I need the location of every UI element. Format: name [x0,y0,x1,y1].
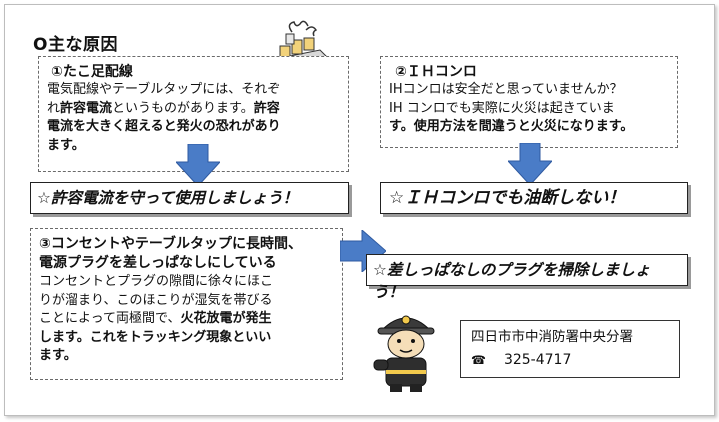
emphasis-text: 火花放電が発生 [180,311,272,326]
emphasis-text: 電流を大きく超えると発火の恐れがあり [47,119,281,134]
phone-icon: ☎ [471,353,486,367]
body-line: IHコンロは安全だと思っていませんか？ [389,82,623,97]
emphasis-text: 許容電流 [60,100,113,116]
section-title-power-strip: ①たこ足配線 [51,64,133,80]
title-line: ③コンセントやテーブルタップに長時間、 [39,236,303,252]
section-body-power-strip: 電気配線やテーブルタップには、それぞ れ許容電流というものがあります。許容 電流… [47,81,340,155]
page-heading: O主な原因 [33,35,118,55]
body-line: IH コンロでも実際に火災は起きていま [389,100,615,116]
slogan-plug-tracking: ☆差しっぱなしのプラグを掃除しましょう！ [373,261,651,301]
body-line: 電気配線やテーブルタップには、それぞ [47,82,281,97]
slogan-ih-stove: ☆ＩＨコンロでも油断しない！ [389,188,626,208]
fire-station-name: 四日市市中消防署中央分署 [471,329,633,345]
body-line: す。使用方法を間違うと火災になります。 [389,119,634,134]
body-line: ます。 [39,348,77,363]
slogan-box-power-strip: ☆許容電流を守って使用しましょう！ [30,182,349,214]
slogan-box-ih-stove: ☆ＩＨコンロでも油断しない！ [380,182,688,214]
section-ih-stove: ②ＩＨコンロ IHコンロは安全だと思っていませんか？ IH コンロでも実際に火災… [380,56,678,148]
title-line: 電源プラグを差しっぱなしにしている [39,255,277,271]
text-span: れ [47,100,61,116]
phone-number: 325-4717 [503,352,572,368]
section-body-plug-tracking: コンセントとプラグの隙間に徐々にほこ りが溜まり、このほこりが湿気を帯びる こと… [39,273,334,366]
phone-row: ☎ 325-4717 [471,349,669,371]
emphasis-text: 許容 [253,100,280,116]
section-title-ih-stove: ②ＩＨコンロ [395,64,477,80]
body-line: します。これをトラッキング現象といい [39,329,272,345]
text-span: ことによって両極間で、 [39,311,181,326]
emphasis-text: ます。 [47,137,85,153]
section-title-plug-tracking: ③コンセントやテーブルタップに長時間、 電源プラグを差しっぱなしにしている [39,235,334,273]
firefighter-mascot-icon [373,315,435,392]
section-body-ih-stove: IHコンロは安全だと思っていませんか？ IH コンロでも実際に火災は起きていま … [389,81,669,137]
text-span: というものがあります。 [112,100,254,116]
down-arrow-icon [176,144,220,186]
body-line: ことによって両極間で、火花放電が発生 [39,310,334,329]
body-line: コンセントとプラグの隙間に徐々にほこ [39,274,274,289]
body-line: れ許容電流というものがあります。許容 [47,100,340,119]
down-arrow-icon [508,143,552,185]
slogan-box-plug-tracking: ☆差しっぱなしのプラグを掃除しましょう！ [366,254,688,301]
body-line: ます。 [47,137,340,156]
slogan-power-strip: ☆許容電流を守って使用しましょう！ [37,189,299,207]
body-line: 電流を大きく超えると発火の恐れがあり [47,118,340,137]
body-line: りが溜まり、このほこりが湿気を帯びる [39,292,273,308]
contact-box: 四日市市中消防署中央分署 ☎ 325-4717 [460,320,680,378]
section-plug-tracking: ③コンセントやテーブルタップに長時間、 電源プラグを差しっぱなしにしている コン… [30,228,343,380]
